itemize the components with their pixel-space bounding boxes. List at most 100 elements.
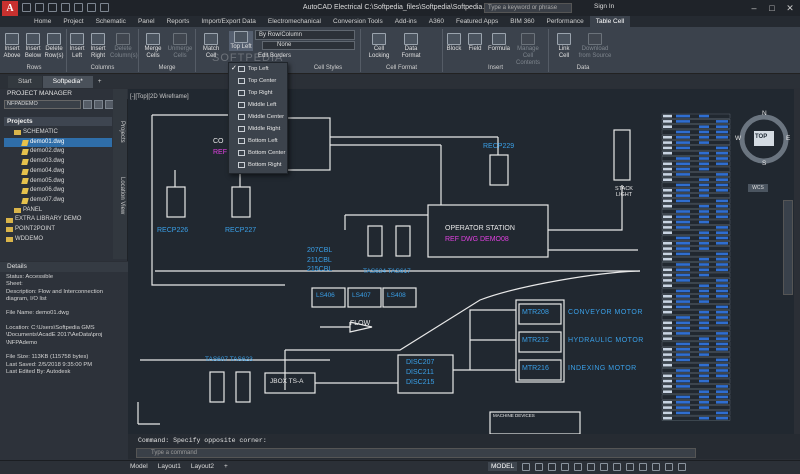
ortho-icon[interactable] bbox=[548, 462, 557, 471]
clean-screen-icon[interactable] bbox=[665, 462, 674, 471]
link-cell-button[interactable]: Link Cell bbox=[553, 33, 575, 60]
maximize-icon[interactable]: □ bbox=[769, 3, 775, 13]
snap-icon[interactable] bbox=[535, 462, 544, 471]
tab-bim-360[interactable]: BIM 360 bbox=[510, 18, 535, 25]
table-row[interactable] bbox=[661, 182, 731, 188]
hardware-acceleration-icon[interactable] bbox=[652, 462, 661, 471]
navigation-bar[interactable] bbox=[783, 200, 793, 295]
table-row[interactable] bbox=[661, 235, 731, 241]
print-icon[interactable] bbox=[74, 3, 83, 12]
table-row[interactable] bbox=[661, 336, 731, 342]
align-middle-left[interactable]: Middle Left bbox=[229, 99, 287, 111]
new-tab-icon[interactable]: + bbox=[97, 78, 102, 85]
table-row[interactable] bbox=[661, 129, 731, 135]
table-row[interactable] bbox=[661, 214, 731, 220]
table-row[interactable] bbox=[661, 135, 731, 140]
table-row[interactable] bbox=[661, 368, 731, 373]
tree-folder-item[interactable]: WDDEMO bbox=[4, 235, 112, 245]
undo-icon[interactable] bbox=[87, 3, 96, 12]
table-row[interactable] bbox=[661, 315, 731, 320]
viewcube[interactable] bbox=[735, 110, 793, 168]
table-row[interactable] bbox=[661, 166, 731, 172]
tab-layout1[interactable]: Layout1 bbox=[157, 463, 181, 470]
tab-schematic[interactable]: Schematic bbox=[95, 18, 126, 25]
table-row[interactable] bbox=[661, 389, 731, 395]
tab-performance[interactable]: Performance bbox=[546, 18, 584, 25]
table-row[interactable] bbox=[661, 400, 731, 405]
table-row[interactable] bbox=[661, 188, 731, 193]
insert-right-button[interactable]: Insert Right bbox=[88, 33, 108, 60]
viewcube-top[interactable]: TOP bbox=[755, 134, 768, 140]
tab-home[interactable]: Home bbox=[34, 18, 52, 25]
customize-icon[interactable] bbox=[678, 462, 687, 471]
table-row[interactable] bbox=[661, 156, 731, 161]
open-project-icon[interactable] bbox=[83, 100, 92, 109]
add-layout-icon[interactable]: + bbox=[224, 463, 228, 470]
table-row[interactable] bbox=[661, 198, 731, 204]
isolate-icon[interactable] bbox=[639, 462, 648, 471]
field-button[interactable]: Field bbox=[465, 33, 485, 53]
insert-left-button[interactable]: Insert Left bbox=[67, 33, 87, 60]
tab-conversion-tools[interactable]: Conversion Tools bbox=[333, 18, 383, 25]
compass-w[interactable]: W bbox=[735, 135, 742, 142]
new-project-icon[interactable] bbox=[94, 100, 103, 109]
manage-cell-contents-button[interactable]: Manage Cell Contents bbox=[514, 33, 542, 67]
project-select[interactable]: NFPADEMO bbox=[4, 100, 81, 109]
table-row[interactable] bbox=[661, 278, 731, 283]
polar-icon[interactable] bbox=[561, 462, 570, 471]
tab-model[interactable]: Model bbox=[130, 463, 148, 470]
table-row[interactable] bbox=[661, 299, 731, 304]
block-button[interactable]: Block bbox=[444, 33, 464, 53]
table-row[interactable] bbox=[661, 241, 731, 246]
insert-above-button[interactable]: Insert Above bbox=[2, 33, 22, 60]
compass-e[interactable]: E bbox=[786, 135, 791, 142]
table-row[interactable] bbox=[661, 251, 731, 257]
table-row[interactable] bbox=[661, 150, 731, 156]
data-format-button[interactable]: Data Format bbox=[396, 33, 426, 60]
redo-icon[interactable] bbox=[100, 3, 109, 12]
tab-electromechanical[interactable]: Electromechanical bbox=[267, 18, 321, 25]
osnap-icon[interactable] bbox=[574, 462, 583, 471]
align-bottom-right[interactable]: Bottom Right bbox=[229, 159, 287, 171]
table-row[interactable] bbox=[661, 225, 731, 230]
command-input[interactable]: Type a command bbox=[136, 448, 696, 458]
table-row[interactable] bbox=[661, 272, 731, 278]
table-row[interactable] bbox=[661, 325, 731, 331]
table-row[interactable] bbox=[661, 384, 731, 389]
minimize-icon[interactable]: – bbox=[751, 3, 757, 13]
otrack-icon[interactable] bbox=[587, 462, 596, 471]
wcs-menu[interactable]: WCS bbox=[748, 184, 768, 192]
tab-featured-apps[interactable]: Featured Apps bbox=[455, 18, 499, 25]
table-row[interactable] bbox=[661, 177, 731, 183]
table-row[interactable] bbox=[661, 256, 731, 262]
delete-rows-button[interactable]: Delete Row(s) bbox=[44, 33, 64, 60]
table-row[interactable] bbox=[661, 193, 731, 198]
tab-project[interactable]: Project bbox=[63, 18, 84, 25]
match-cell-button[interactable]: Match Cell bbox=[197, 33, 225, 60]
formula-button[interactable]: Formula bbox=[486, 33, 512, 53]
align-top-center[interactable]: Top Center bbox=[229, 75, 287, 87]
table-row[interactable] bbox=[661, 209, 731, 214]
tab-add-ins[interactable]: Add-ins bbox=[394, 18, 417, 25]
table-row[interactable] bbox=[661, 352, 731, 357]
compass-n[interactable]: N bbox=[762, 110, 767, 117]
table-row[interactable] bbox=[661, 140, 731, 145]
table-row[interactable] bbox=[661, 309, 731, 315]
merge-cells-button[interactable]: Merge Cells bbox=[141, 33, 165, 60]
tab-panel[interactable]: Panel bbox=[137, 18, 155, 25]
tree-drawing-item[interactable]: demo03.dwg bbox=[4, 157, 112, 167]
tab-start[interactable]: Start bbox=[8, 76, 42, 88]
tree-folder-item[interactable]: EXTRA LIBRARY DEMO bbox=[4, 215, 112, 225]
cell-style-dropdown[interactable]: By Row/Column bbox=[255, 30, 355, 40]
edit-borders-button[interactable]: Edit Borders bbox=[258, 53, 292, 59]
table-row[interactable] bbox=[661, 161, 731, 167]
tree-drawing-item[interactable]: demo04.dwg bbox=[4, 167, 112, 177]
table-row[interactable] bbox=[661, 219, 731, 225]
app-logo-icon[interactable]: A bbox=[2, 1, 18, 16]
tree-folder-item[interactable]: SCHEMATIC bbox=[4, 128, 112, 138]
close-icon[interactable]: ✕ bbox=[786, 3, 794, 13]
align-bottom-center[interactable]: Bottom Center bbox=[229, 147, 287, 159]
table-row[interactable] bbox=[661, 341, 731, 347]
table-row[interactable] bbox=[661, 288, 731, 294]
table-row[interactable] bbox=[661, 262, 731, 267]
